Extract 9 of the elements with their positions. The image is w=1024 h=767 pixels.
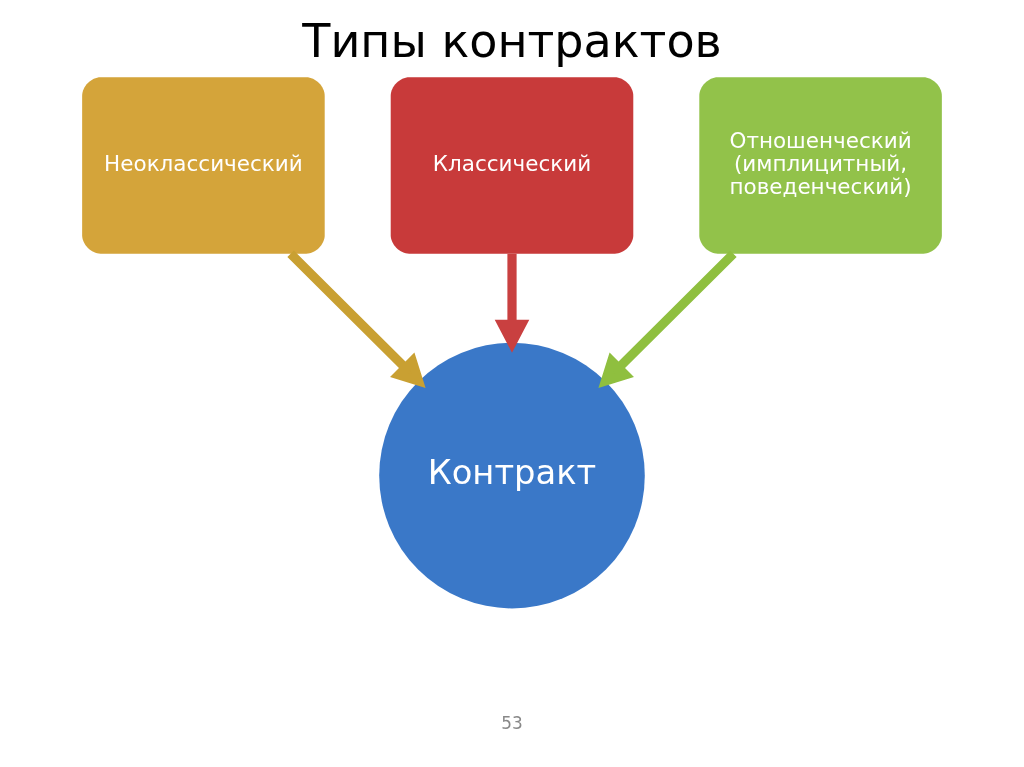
node-box: Неоклассический xyxy=(82,77,325,254)
arrow xyxy=(287,250,426,389)
diagram-title: Типы контрактов xyxy=(302,14,722,69)
node-box: Классический xyxy=(390,77,634,254)
arrow xyxy=(494,253,530,353)
node-box: Отношенческий (имплицитный, поведенческий) xyxy=(699,77,942,254)
label: 53 xyxy=(501,713,523,734)
node-circle: Контракт xyxy=(379,342,645,609)
arrow xyxy=(598,250,737,389)
